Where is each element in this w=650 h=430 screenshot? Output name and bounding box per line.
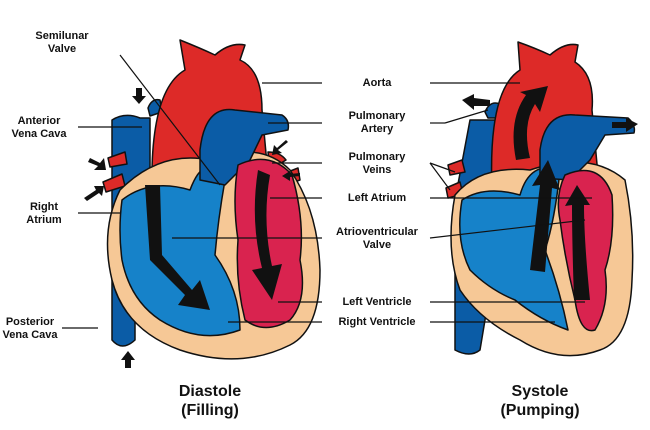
label-line: Right Ventricle — [338, 316, 416, 328]
diastole-flow-arrow-right — [145, 185, 210, 310]
label-pulmonary-artery: Pulmonary Artery — [325, 110, 429, 136]
arrow-icon — [272, 140, 288, 155]
label-line: Pulmonary — [348, 151, 406, 163]
systole-caption: Systole (Pumping) — [480, 382, 600, 420]
label-line: Pulmonary — [348, 110, 406, 122]
label-line: Aorta — [362, 77, 392, 89]
label-line: Atrioventricular — [336, 226, 418, 238]
systole-heart — [445, 41, 636, 357]
systole-flow-arrow-right — [530, 160, 560, 272]
label-line: Vena Cava — [11, 128, 67, 140]
systole-flow-arrow-aorta — [513, 86, 548, 160]
label-line: Valve — [47, 43, 77, 55]
label-line: Atrium — [26, 214, 62, 226]
arrow-left-icon — [462, 94, 490, 110]
label-line: Right — [29, 201, 59, 213]
label-right-ventricle: Right Ventricle — [325, 316, 429, 329]
systole-outflow-arrows — [462, 94, 638, 132]
systole-subtitle: (Pumping) — [500, 402, 580, 419]
label-line: Semilunar — [35, 30, 89, 42]
label-line: Veins — [362, 164, 392, 176]
label-line: Anterior — [17, 115, 61, 127]
diastole-pulmonary-artery — [199, 108, 290, 186]
leader-semilunar — [119, 54, 221, 186]
arrow-icon — [282, 171, 300, 181]
diastole-caption: Diastole (Filling) — [150, 382, 270, 420]
label-line: Posterior — [5, 316, 55, 328]
label-line: Left Atrium — [347, 192, 407, 204]
diastole-subtitle: (Filling) — [181, 402, 239, 419]
arrow-icon — [88, 158, 106, 170]
diastole-heart — [102, 39, 321, 360]
arrow-icon — [84, 186, 104, 201]
label-line: Artery — [360, 123, 394, 135]
arrow-up-icon — [121, 351, 135, 368]
systole-title: Systole — [511, 383, 569, 400]
leader-lines — [62, 54, 592, 329]
label-posterior-vena-cava: Posterior Vena Cava — [0, 316, 60, 342]
label-line: Vena Cava — [2, 329, 58, 341]
diastole-title: Diastole — [178, 383, 242, 400]
systole-pulmonary-artery — [539, 114, 636, 181]
label-aorta: Aorta — [325, 77, 429, 90]
label-left-ventricle: Left Ventricle — [325, 296, 429, 309]
diastole-inflow-arrows — [84, 88, 300, 368]
label-line: Left Ventricle — [342, 296, 412, 308]
label-right-atrium: Right Atrium — [14, 201, 74, 227]
label-anterior-vena-cava: Anterior Vena Cava — [0, 115, 78, 141]
label-line: Valve — [362, 239, 392, 251]
arrow-right-icon — [612, 118, 638, 132]
label-semilunar-valve: Semilunar Valve — [22, 30, 102, 56]
label-pulmonary-veins: Pulmonary Veins — [325, 151, 429, 177]
arrow-down-icon — [132, 88, 146, 104]
label-left-atrium: Left Atrium — [325, 192, 429, 205]
systole-flow-arrow-left — [565, 185, 590, 300]
label-atrioventricular-valve: Atrioventricular Valve — [325, 226, 429, 252]
diastole-flow-arrow-left — [252, 170, 282, 300]
